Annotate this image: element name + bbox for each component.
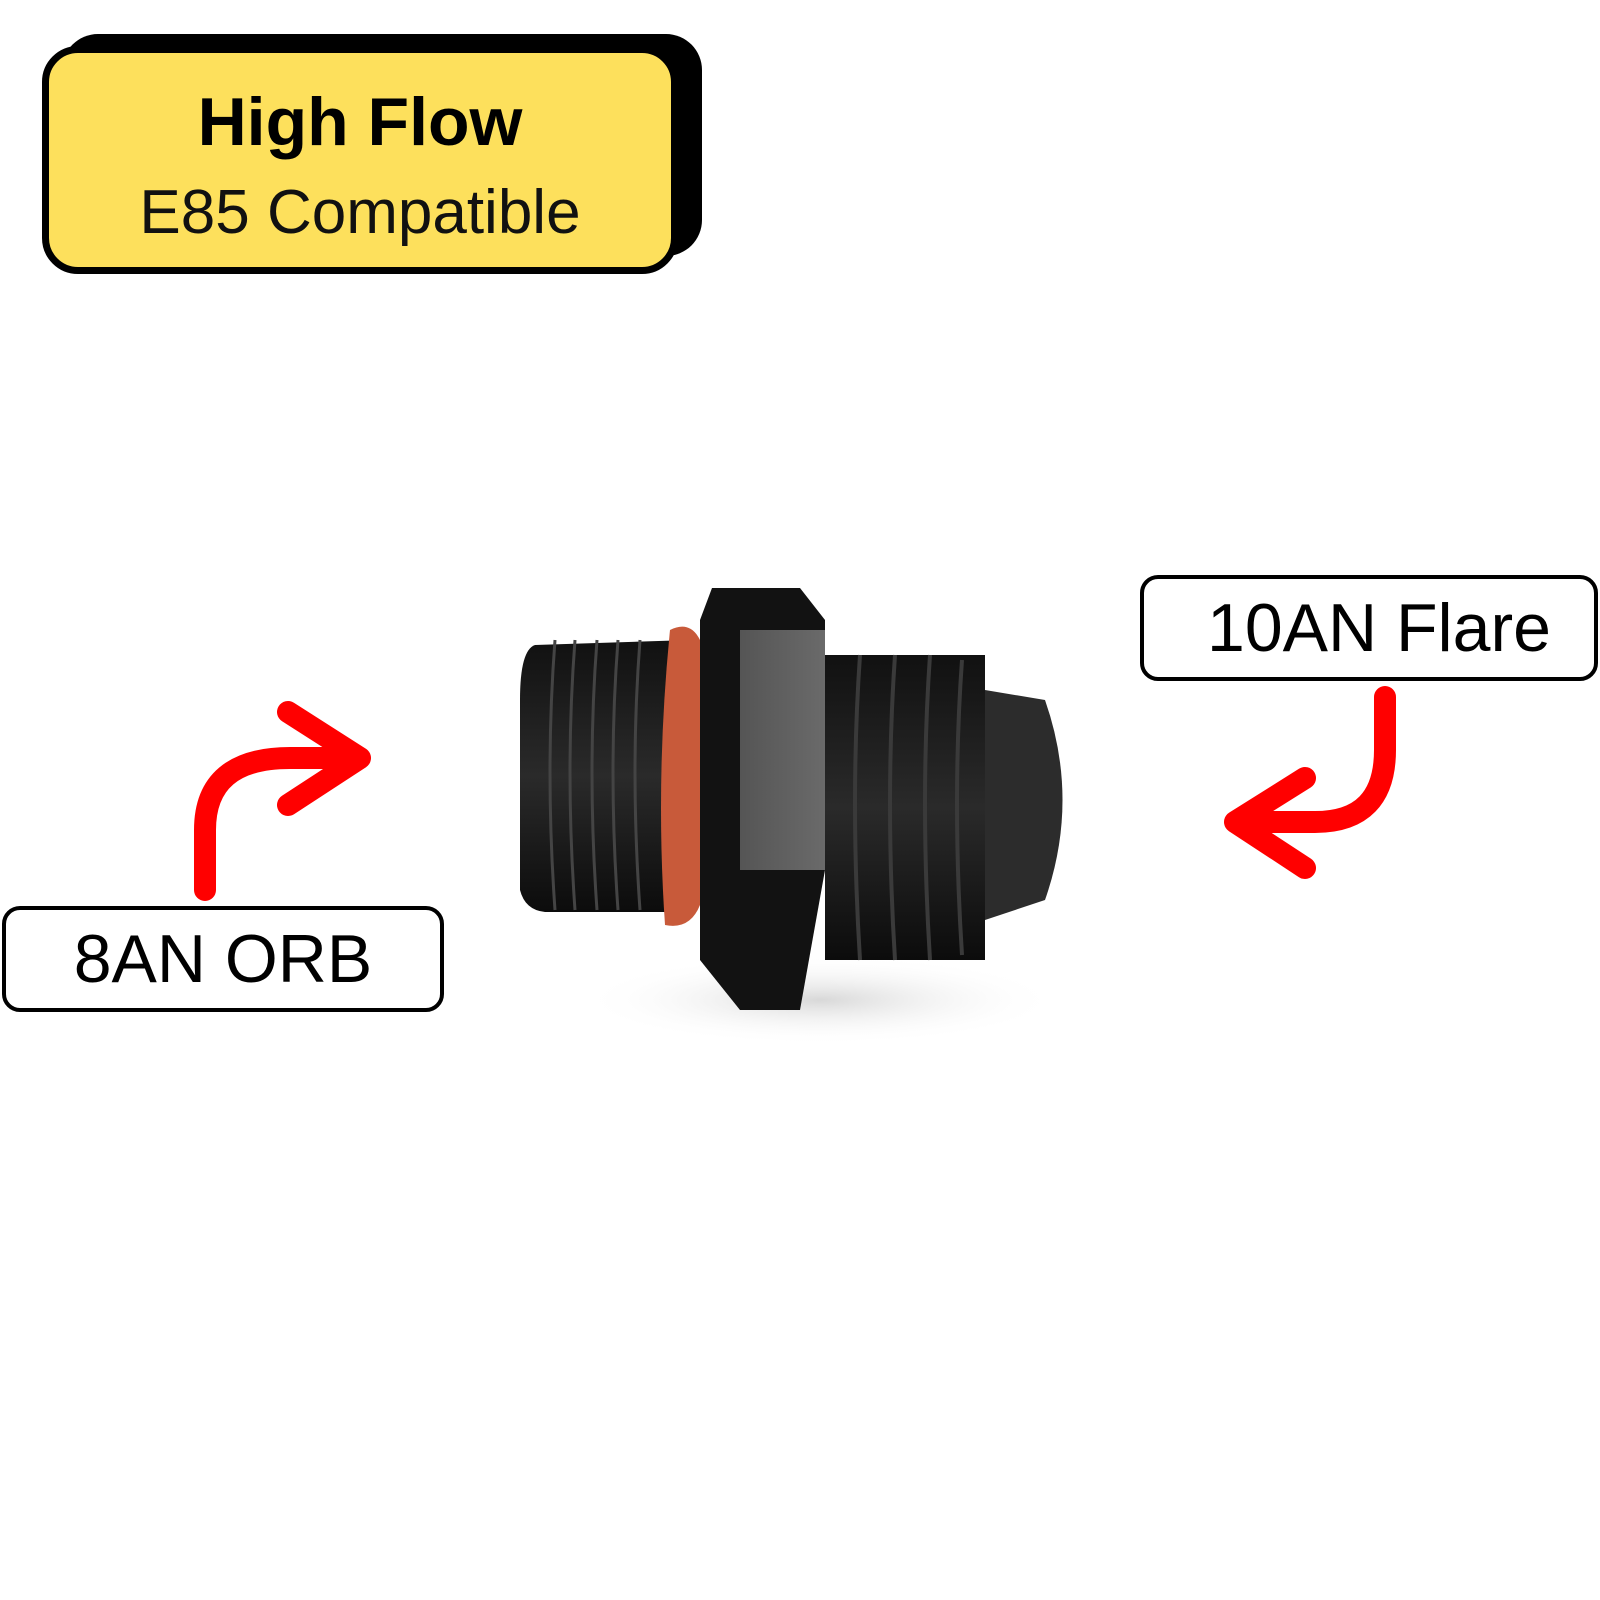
badge-title: High Flow — [197, 84, 523, 160]
arrow-right-icon — [1224, 686, 1396, 879]
feature-badge: High Flow E85 Compatible — [42, 46, 678, 274]
product-shadow — [580, 955, 1060, 1045]
fitting-image — [520, 588, 1063, 1010]
label-10an-flare: 10AN Flare — [1140, 575, 1598, 681]
label-8an-orb-text: 8AN ORB — [73, 921, 373, 997]
label-8an-orb: 8AN ORB — [2, 906, 444, 1012]
label-10an-flare-text: 10AN Flare — [1207, 590, 1551, 666]
badge-subtitle: E85 Compatible — [139, 178, 581, 247]
arrow-left-icon — [194, 701, 371, 901]
